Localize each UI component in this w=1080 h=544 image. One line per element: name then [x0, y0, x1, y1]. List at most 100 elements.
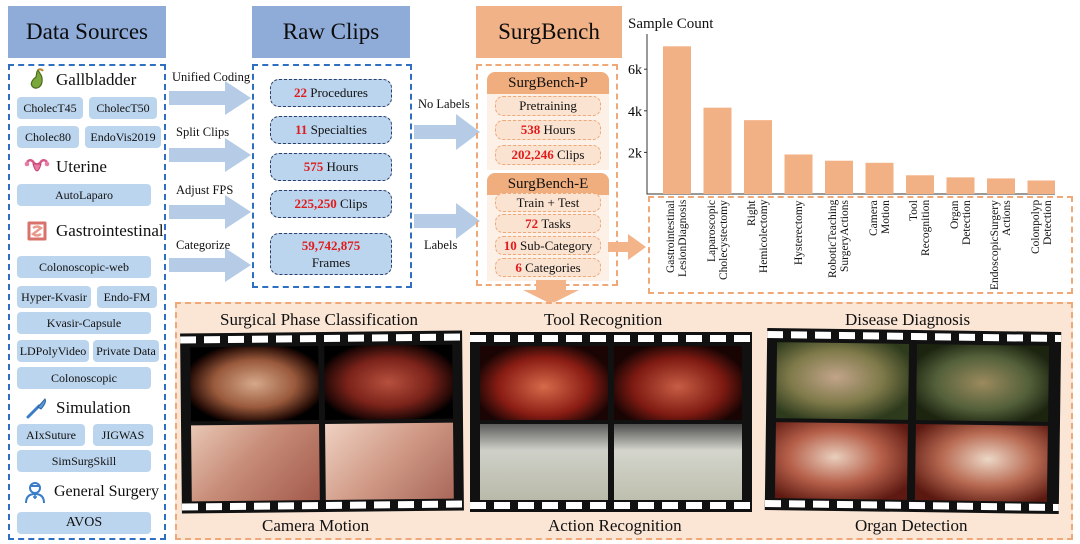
dataset-endovis2019: EndoVis2019 [85, 126, 161, 148]
processing-arrows [169, 81, 251, 282]
bar [663, 46, 691, 194]
chart-category-box [648, 196, 1073, 294]
bar [784, 154, 813, 194]
bar [946, 177, 975, 194]
surgeon-icon [22, 480, 48, 504]
surgbench-e-subcategory: 10 Sub-Category [495, 236, 601, 255]
y-tick-label: 6k [628, 63, 642, 78]
dataset-avos: AVOS [17, 512, 151, 534]
dataset-aixsuture: AIxSuture [17, 424, 85, 446]
frame-action-1 [480, 424, 608, 500]
dataset-colonoscopic-web: Colonoscopic-web [17, 256, 151, 278]
dataset-ldpolyvideo: LDPolyVideo [17, 340, 89, 362]
category-simulation-label: Simulation [56, 398, 131, 417]
panel-title-camera-motion: Camera Motion [262, 516, 370, 535]
bar [703, 107, 732, 194]
dataset-cholect45: CholecT45 [17, 97, 83, 119]
dataset-cholec80: Cholec80 [17, 126, 79, 148]
surgbench-e-train-test: Train + Test [495, 193, 601, 212]
intestine-icon [24, 219, 50, 243]
surgbench-header: SurgBench [476, 6, 622, 58]
dataset-simsurgskill: SimSurgSkill [17, 450, 151, 472]
surgbench-p-clips: 202,246 Clips [495, 145, 601, 165]
dataset-kvasir-capsule: Kvasir-Capsule [17, 312, 151, 334]
dataset-private-data: Private Data [93, 340, 159, 362]
bar [825, 160, 853, 194]
film-strip-tool-recognition [470, 332, 752, 512]
category-uterine-label: Uterine [56, 157, 107, 176]
dataset-jigwas: JIGWAS [93, 424, 153, 446]
frame-tool-1 [480, 346, 608, 420]
dataset-autolaparo: AutoLaparo [17, 184, 151, 206]
panel-title-tool-recognition: Tool Recognition [544, 310, 663, 329]
frame-tool-2 [614, 346, 742, 420]
dataset-cholect50: CholecT50 [89, 97, 157, 119]
step-split-clips: Split Clips [176, 125, 230, 139]
labels-label: Labels [424, 238, 458, 252]
raw-clips-count: 225,250 Clips [270, 190, 392, 218]
frame-surgical-2 [324, 344, 453, 420]
raw-specialties: 11 Specialties [270, 116, 392, 144]
raw-clips-header: Raw Clips [252, 6, 410, 58]
surgbench-p-pretraining: Pretraining [495, 96, 601, 116]
category-simulation: Simulation [24, 396, 131, 420]
sample-count-chart: 2k 4k 6k [628, 34, 1055, 195]
bar [865, 162, 894, 194]
category-gastrointestinal: Gastrointestinal [24, 219, 164, 243]
film-strip-surgical-phase [180, 330, 464, 514]
category-gallbladder-label: Gallbladder [56, 70, 137, 89]
frame-camera-1 [191, 424, 320, 502]
step-unified-coding: Unified Coding [172, 70, 251, 84]
scalpel-icon [24, 396, 50, 420]
bar [987, 178, 1015, 194]
data-sources-header: Data Sources [8, 6, 166, 58]
dataset-endo-fm: Endo-FM [97, 286, 157, 308]
raw-procedures: 22 Procedures [270, 79, 392, 107]
frame-action-2 [614, 424, 742, 500]
chart-title: Sample Count [628, 16, 714, 32]
panel-title-organ-detection: Organ Detection [855, 516, 968, 535]
bar [906, 175, 934, 194]
y-tick-label: 2k [628, 146, 642, 161]
category-general-surgery: General Surgery [22, 480, 159, 504]
flow-arrows [414, 114, 480, 239]
x-tick-label: Hysterectomy [792, 200, 805, 265]
frame-organ-1 [774, 422, 908, 500]
surgbench-e-categories: 6 Categories [495, 258, 601, 277]
frame-camera-2 [325, 422, 454, 500]
chart-arrow [608, 234, 646, 260]
frame-disease-1 [776, 342, 910, 420]
frame-organ-2 [914, 424, 1048, 502]
y-tick-label: 4k [628, 105, 642, 120]
frame-surgical-1 [190, 346, 319, 422]
uterus-icon [24, 155, 50, 179]
category-uterine: Uterine [24, 155, 107, 179]
surgbench-p-hours: 538 Hours [495, 120, 601, 140]
bar [744, 120, 772, 194]
panel-title-surgical-phase: Surgical Phase Classification [220, 310, 418, 329]
film-strip-disease-diagnosis [764, 327, 1062, 515]
category-general-surgery-label: General Surgery [54, 483, 159, 500]
category-gastrointestinal-label: Gastrointestinal [56, 221, 164, 240]
category-gallbladder: Gallbladder [24, 68, 136, 92]
bar [1027, 180, 1055, 194]
dataset-hyper-kvasir: Hyper-Kvasir [17, 286, 91, 308]
surgbench-p-title: SurgBench-P [487, 72, 609, 94]
panel-title-action-recognition: Action Recognition [548, 516, 682, 535]
surgbench-e-title: SurgBench-E [487, 173, 609, 195]
frame-disease-2 [916, 344, 1050, 422]
data-sources-box [8, 64, 166, 540]
surgbench-e-tasks: 72 Tasks [495, 214, 601, 233]
gallbladder-icon [24, 68, 50, 92]
raw-clips-box [252, 64, 412, 288]
